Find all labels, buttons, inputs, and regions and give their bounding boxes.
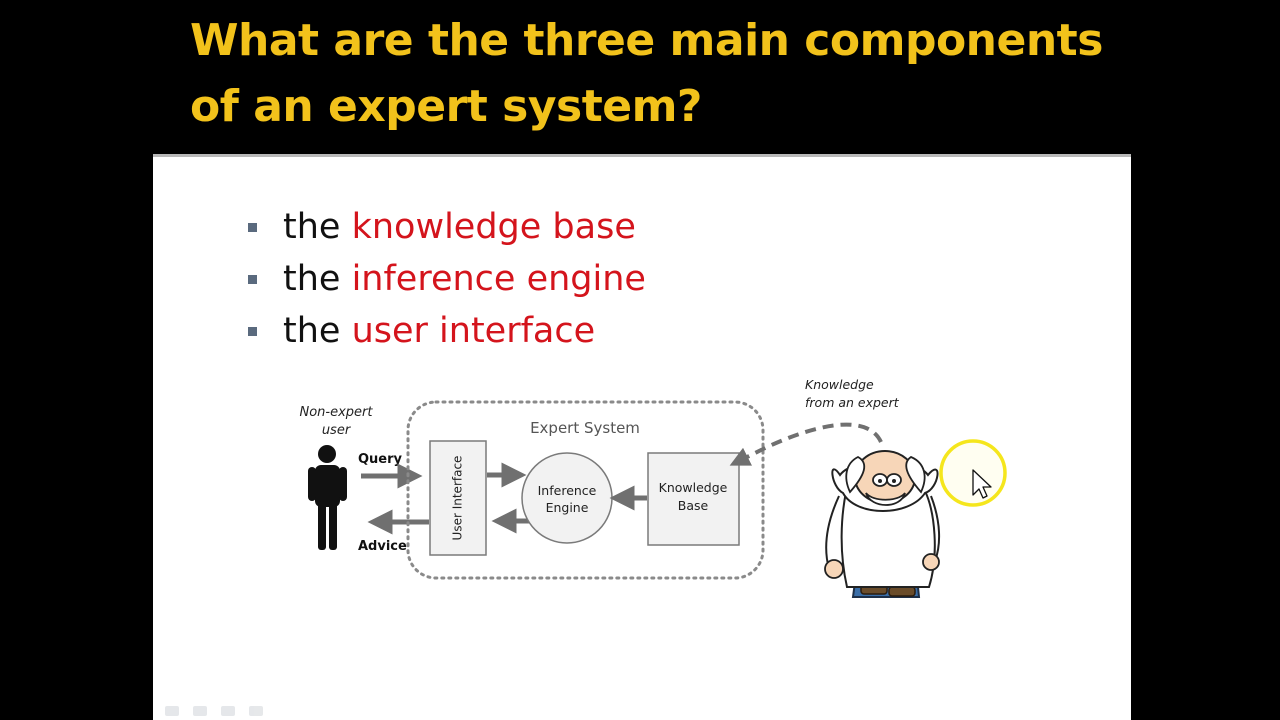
expert-knowledge-arrow [729,422,883,466]
bullet-item-user-interface: the user interface [248,305,646,357]
next-slide-icon[interactable] [249,706,263,716]
expert-system-boundary [406,400,765,580]
inference-engine-circle [521,452,613,544]
prev-slide-icon[interactable] [165,706,179,716]
bullet-marker-icon [248,327,257,336]
content-panel: the knowledge base the inference engine … [153,157,1131,720]
bullet-prefix: the [283,259,352,299]
bullet-item-inference-engine: the inference engine [248,253,646,305]
query-label: Query [358,452,403,467]
bullet-marker-icon [248,275,257,284]
user-interface-box [429,440,487,556]
inference-engine-line2: Engine [546,500,589,515]
bullet-list: the knowledge base the inference engine … [248,201,646,357]
bullet-highlight: inference engine [351,259,646,299]
user-interface-label: User Interface [451,456,465,541]
inference-engine-line1: Inference [538,483,597,498]
slide-menu-icon[interactable] [221,706,235,716]
person-silhouette-icon [308,445,347,550]
bullet-highlight: user interface [351,311,596,351]
expert-cartoon-icon [824,450,941,598]
mouse-cursor-icon [939,439,1007,507]
title-divider [153,154,1131,157]
advice-label: Advice [358,539,407,554]
knowledge-base-line2: Base [678,498,709,513]
user-label-line1: Non-expert [300,405,374,420]
slide-title: What are the three main components of an… [190,15,1103,132]
bullet-highlight: knowledge base [351,207,636,247]
user-label-line2: user [322,423,352,438]
expert-system-label: Expert System [530,419,640,437]
knowledge-base-box [647,452,740,546]
bullet-prefix: the [283,207,352,247]
expert-knowledge-line2: from an expert [805,395,900,410]
bullet-marker-icon [248,223,257,232]
pen-tool-icon[interactable] [193,706,207,716]
slide-nav-controls [165,706,263,716]
knowledge-base-line1: Knowledge [659,480,728,495]
bullet-prefix: the [283,311,352,351]
expert-knowledge-line1: Knowledge [805,377,874,392]
bullet-item-knowledge-base: the knowledge base [248,201,646,253]
expert-system-diagram: Non-expert user Query Advice Expert Syst… [300,377,1007,598]
